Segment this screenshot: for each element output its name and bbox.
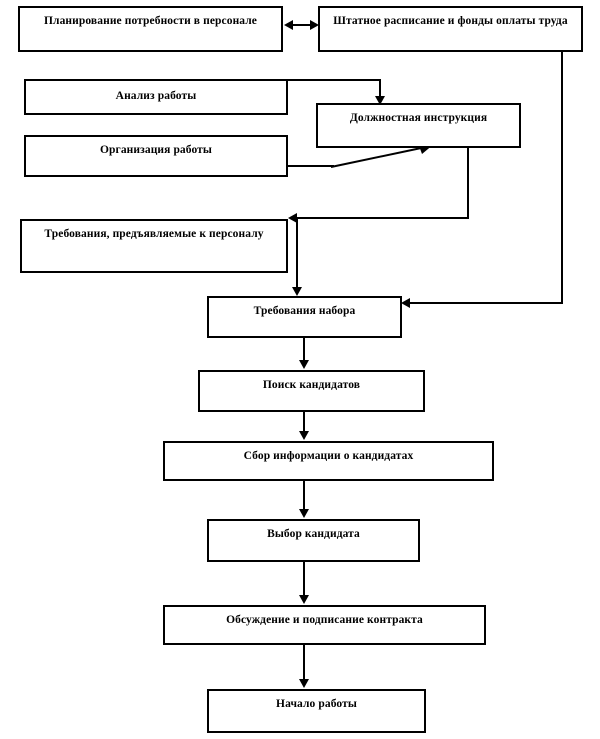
node-planning-label: Планирование потребности в персонале [43, 15, 258, 27]
connector-analysis-description-arrow [375, 96, 385, 105]
connector-recruitment-search-arrow [299, 360, 309, 369]
connector-information-selection-arrow [299, 509, 309, 518]
connector-recruitment-search-vline [303, 338, 305, 362]
connector-description-requirements-arrow [288, 213, 297, 223]
node-job-description[interactable]: Должностная инструкция [316, 103, 521, 148]
connector-requirements-recruitment-arrow [292, 287, 302, 296]
node-job-description-label: Должностная инструкция [349, 112, 488, 124]
node-contract-signing[interactable]: Обсуждение и подписание контракта [163, 605, 486, 645]
node-work-organization-label: Организация работы [99, 144, 213, 156]
connector-selection-contract-vline [303, 562, 305, 597]
connector-staffing-recruitment-arrow [401, 298, 410, 308]
connector-planning-staffing-line [288, 24, 316, 26]
connector-description-requirements-vline [467, 147, 469, 219]
connector-information-selection-vline [303, 481, 305, 511]
node-job-analysis[interactable]: Анализ работы [24, 79, 288, 115]
node-recruitment-requirements-label: Требования набора [253, 305, 356, 317]
connector-staffing-recruitment-vline [561, 51, 563, 303]
node-job-analysis-label: Анализ работы [115, 90, 197, 103]
connector-planning-staffing-arrow-right [310, 20, 319, 30]
connector-contract-workstart-arrow [299, 679, 309, 688]
connector-organization-description-hline [286, 165, 334, 167]
connector-analysis-description-vline [379, 79, 381, 100]
connector-search-information-vline [303, 412, 305, 433]
connector-analysis-description-hline [286, 79, 381, 81]
node-work-start-label: Начало работы [276, 698, 357, 710]
connector-description-requirements-hline [296, 217, 469, 219]
connector-selection-contract-arrow [299, 595, 309, 604]
node-candidate-information[interactable]: Сбор информации о кандидатах [163, 441, 494, 481]
connector-planning-staffing-arrow-left [284, 20, 293, 30]
node-contract-signing-label: Обсуждение и подписание контракта [226, 614, 423, 626]
node-personnel-requirements-label: Требования, предъявляемые к персоналу [44, 228, 264, 240]
node-planning[interactable]: Планирование потребности в персонале [18, 6, 283, 52]
node-recruitment-requirements[interactable]: Требования набора [207, 296, 402, 338]
node-staffing-table-label: Штатное расписание и фонды оплаты труда [333, 15, 568, 27]
node-candidate-information-label: Сбор информации о кандидатах [243, 450, 414, 462]
connector-staffing-recruitment-hline [410, 302, 563, 304]
node-candidate-selection[interactable]: Выбор кандидата [207, 519, 420, 562]
connector-requirements-recruitment-vline [296, 217, 298, 289]
node-staffing-table[interactable]: Штатное расписание и фонды оплаты труда [318, 6, 583, 52]
node-candidate-search-label: Поиск кандидатов [262, 379, 361, 391]
node-work-organization[interactable]: Организация работы [24, 135, 288, 177]
connector-contract-workstart-vline [303, 645, 305, 681]
node-work-start[interactable]: Начало работы [207, 689, 426, 733]
node-candidate-selection-label: Выбор кандидата [267, 528, 360, 540]
connector-search-information-arrow [299, 431, 309, 440]
node-candidate-search[interactable]: Поиск кандидатов [198, 370, 425, 412]
node-personnel-requirements[interactable]: Требования, предъявляемые к персоналу [20, 219, 288, 273]
